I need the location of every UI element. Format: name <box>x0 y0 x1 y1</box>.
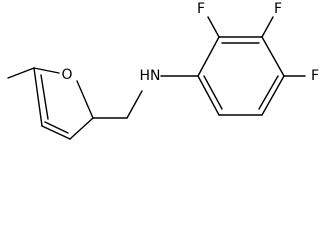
atom-label-f-top-left: F <box>197 1 205 17</box>
bond-aryl-c3-c4 <box>261 36 285 77</box>
bond-aryl-c4-c5 <box>261 75 285 116</box>
bond-c4-c5-double <box>40 74 49 120</box>
bond-aryl-f-top-right <box>261 16 274 38</box>
bond-aryl-c1-c2 <box>197 36 220 77</box>
bond-c3-c4-double <box>44 121 69 134</box>
bond-methyl-c5 <box>7 67 35 79</box>
bond-ch2-n <box>126 90 143 119</box>
bond-o1-c2 <box>76 80 94 119</box>
bond-c5-o1 <box>33 67 60 74</box>
bond-aryl-f-top-left <box>207 16 220 38</box>
bond-aryl-c6-c1-double <box>203 75 223 110</box>
bond-c4-c5 <box>33 67 43 127</box>
atom-label-f-top-right: F <box>274 1 282 17</box>
atom-label-n: HN <box>140 68 161 84</box>
bond-aryl-c6-c1 <box>197 75 220 116</box>
bond-c2-c3 <box>69 117 94 140</box>
bond-c3-c4 <box>41 125 71 140</box>
bond-aryl-c4-c5-double <box>258 75 279 110</box>
chemical-structure-diagram: O HN F F F <box>7 1 319 140</box>
atom-label-f-right: F <box>311 68 319 84</box>
atom-label-o: O <box>61 67 72 83</box>
